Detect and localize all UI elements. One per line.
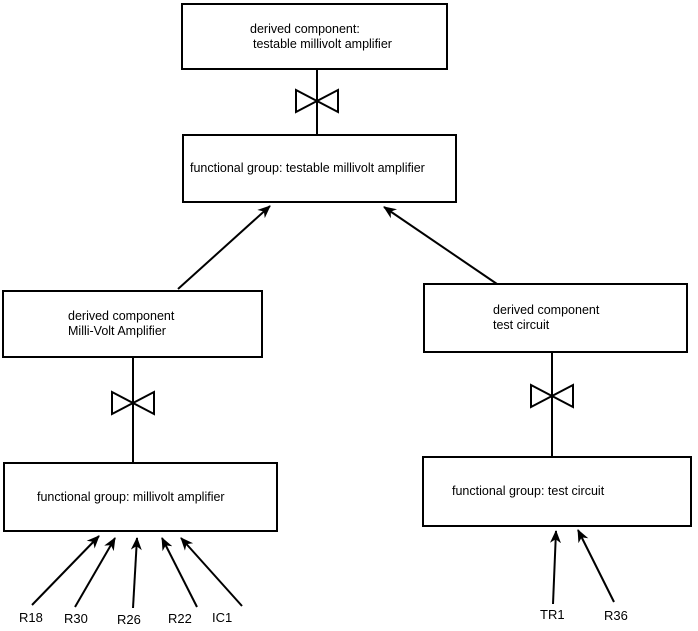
node-label-line1: derived component: [493, 303, 600, 317]
component-label-r30: R30: [64, 611, 88, 626]
arrow-r26: [130, 537, 142, 609]
node-functional-group-testable-millivolt-amplifier: functional group: testable millivolt amp…: [182, 134, 457, 203]
node-label-line2: Milli-Volt Amplifier: [68, 324, 166, 338]
node-label-line2: test circuit: [493, 318, 550, 332]
node-derived-test-circuit: derived component test circuit: [423, 283, 688, 353]
arrow-tr1: [550, 530, 562, 605]
component-label-r36: R36: [604, 608, 628, 623]
bowtie-icon-left: [111, 390, 155, 416]
component-label-tr1: TR1: [540, 607, 565, 622]
arrow-r36: [577, 529, 615, 603]
node-derived-testable-millivolt-amplifier: derived component: testable millivolt am…: [181, 3, 448, 70]
node-label: functional group: testable millivolt amp…: [190, 161, 425, 175]
component-label-ic1: IC1: [212, 610, 233, 625]
arrow-r18: [31, 535, 100, 606]
arrow-derivedmva-fgtestable: [177, 205, 271, 290]
node-label: functional group: test circuit: [452, 484, 605, 498]
node-label-line1: derived component:: [250, 21, 360, 36]
node-functional-group-millivolt-amplifier: functional group: millivolt amplifier: [3, 462, 278, 532]
node-label-line1: derived component: [68, 309, 175, 323]
arrow-r30: [74, 537, 116, 608]
component-label-r22: R22: [168, 611, 192, 626]
component-label-r26: R26: [117, 612, 141, 627]
node-label-line2: testable millivolt amplifier: [253, 36, 392, 51]
arrow-derivedtc-fgtestable: [383, 206, 498, 285]
node-functional-group-test-circuit: functional group: test circuit: [422, 456, 692, 527]
bowtie-icon-top: [295, 88, 339, 114]
component-label-r18: R18: [19, 610, 43, 625]
node-label: functional group: millivolt amplifier: [37, 489, 225, 504]
arrow-ic1: [180, 537, 243, 607]
arrow-r22: [161, 537, 198, 608]
node-derived-milli-volt-amplifier: derived component Milli-Volt Amplifier: [2, 290, 263, 358]
bowtie-icon-right: [530, 383, 574, 409]
